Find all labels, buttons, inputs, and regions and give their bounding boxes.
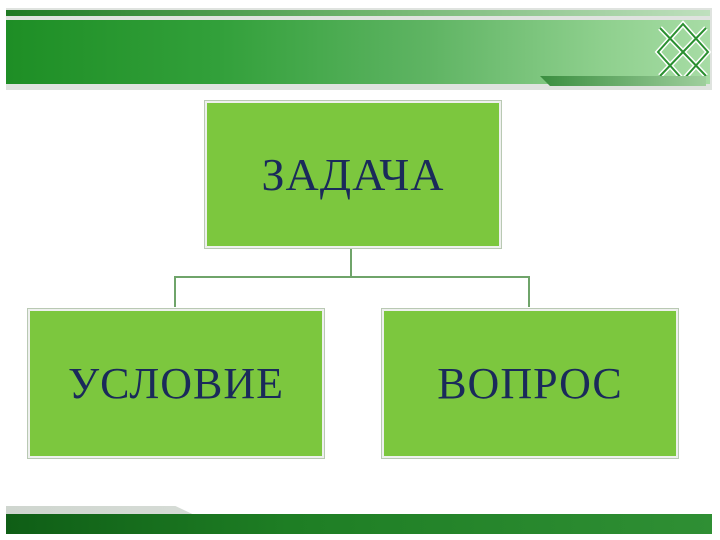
header-tab [540, 76, 706, 86]
header-banner [6, 8, 712, 90]
root-node-label: ЗАДАЧА [261, 149, 445, 200]
footer-light-tab [6, 506, 197, 516]
child-node-label-question: ВОПРОС [437, 359, 623, 408]
footer-band [6, 506, 712, 536]
root-node-box: ЗАДАЧА [205, 101, 501, 248]
header-top-line [6, 10, 710, 16]
connector-branches [174, 276, 530, 307]
header-green-band [6, 20, 710, 84]
child-node-label-condition: УСЛОВИЕ [67, 359, 285, 408]
child-node-box-condition: УСЛОВИЕ [28, 309, 324, 458]
footer-green-bar [6, 514, 712, 534]
child-node-box-question: ВОПРОС [382, 309, 678, 458]
